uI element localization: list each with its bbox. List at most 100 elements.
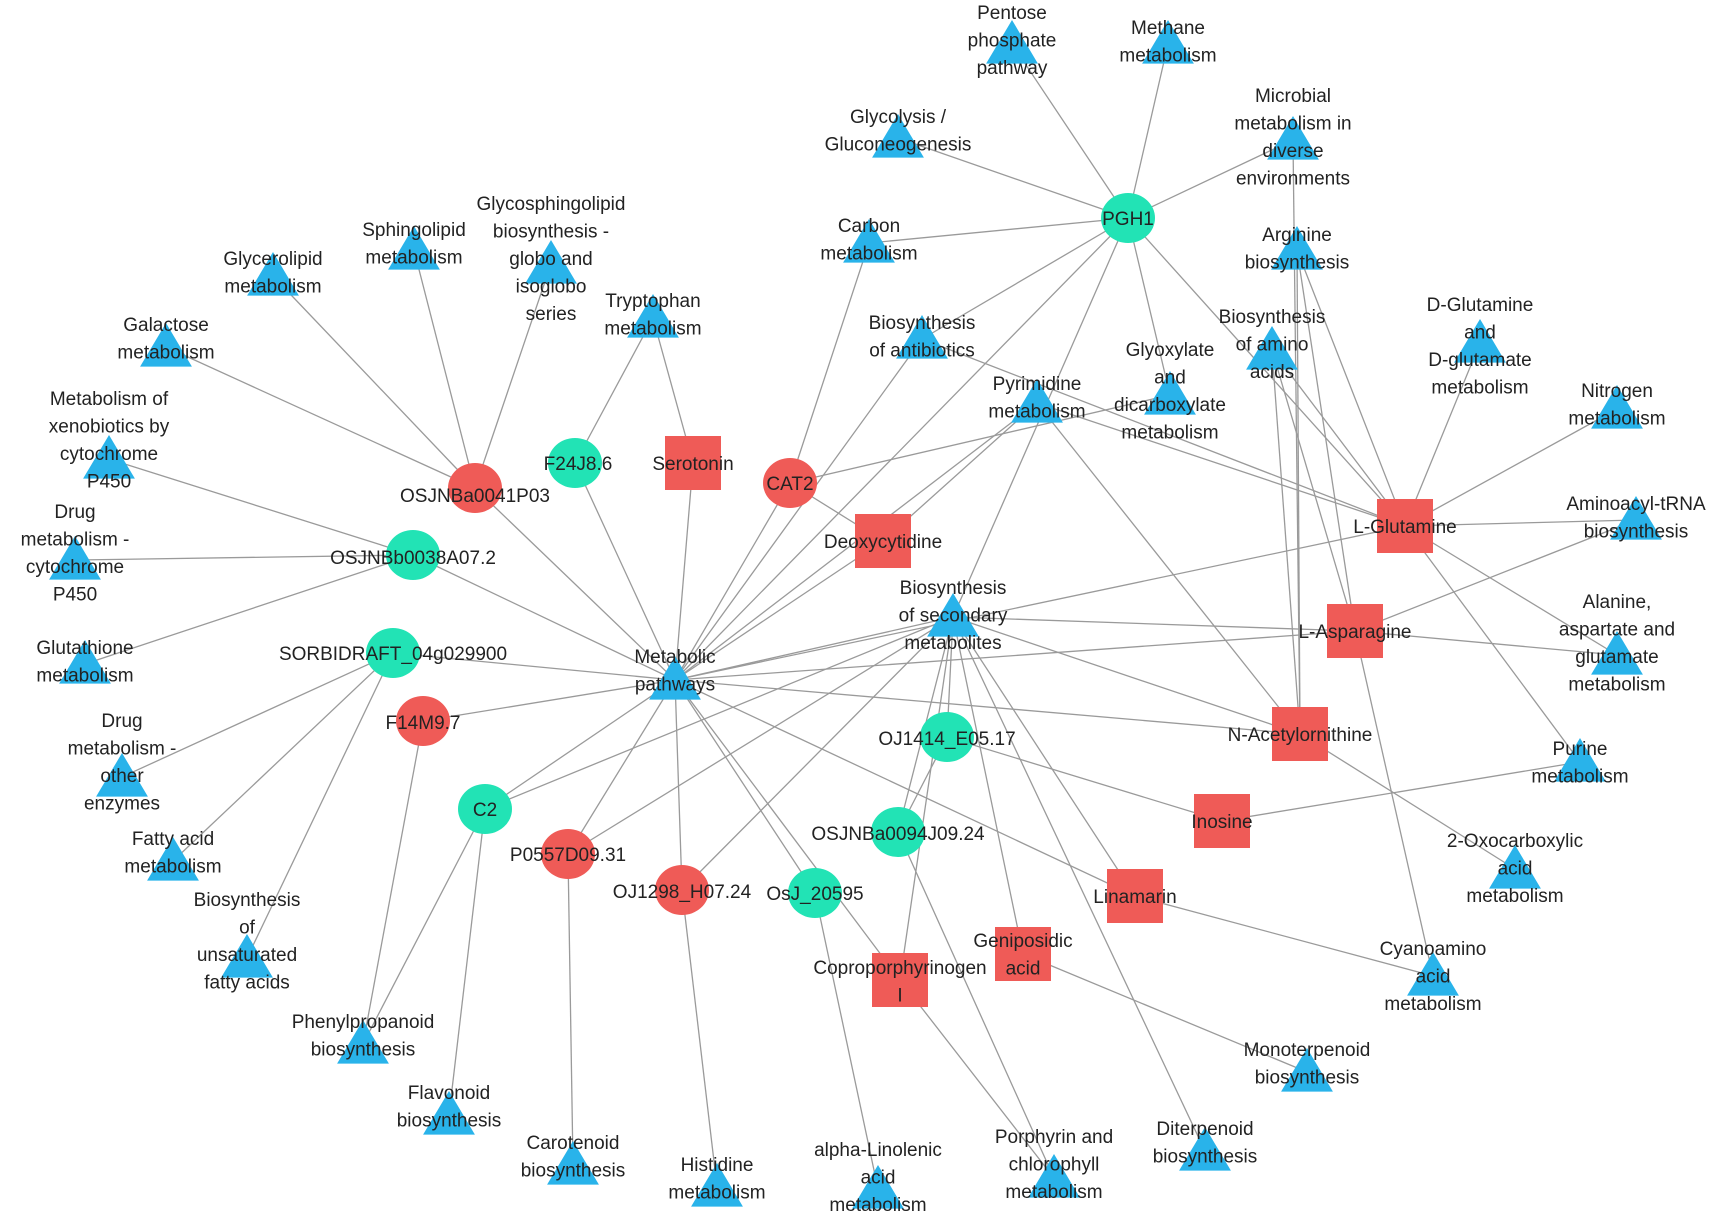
node-label-line: Tryptophan (605, 291, 700, 312)
pathway-node-fattyacid[interactable] (147, 837, 199, 881)
pathway-node-flavonoid[interactable] (423, 1091, 475, 1135)
pathway-node-glycerolipid[interactable] (247, 252, 299, 296)
node-label-line: metabolism (1384, 994, 1481, 1015)
edge-metabolic-oj1298 (674, 679, 683, 891)
pathway-node-metabolic[interactable] (649, 656, 701, 700)
pathway-node-galactose[interactable] (140, 323, 192, 367)
gene-node-sorb[interactable] (366, 628, 420, 678)
metabolite-node-lglutamine[interactable] (1377, 499, 1433, 553)
gene-node-osjnbb[interactable] (386, 530, 440, 580)
gene-node-osj20595[interactable] (788, 868, 842, 918)
gene-node-c2[interactable] (458, 784, 512, 834)
pathway-node-arginine[interactable] (1271, 226, 1323, 270)
pathway-node-linolenic[interactable] (852, 1165, 904, 1209)
gene-node-osjnba0094[interactable] (871, 807, 925, 857)
pathway-node-glutathione[interactable] (59, 640, 111, 684)
pathway-node-sphingolipid[interactable] (388, 226, 440, 270)
node-label-line: Serotonin (652, 454, 733, 475)
node-label-osjnba0041: OSJNBa0041P03 (400, 486, 550, 507)
gene-node-oj1298[interactable] (655, 865, 709, 915)
node-label-line: OsJ_20595 (766, 884, 863, 905)
node-label-line: metabolism (820, 244, 917, 265)
pathway-node-drugcyp[interactable] (49, 536, 101, 580)
node-label-sorb: SORBIDRAFT_04g029900 (279, 644, 507, 665)
node-label-glycerolipid: Glycerolipid metabolism (223, 249, 322, 298)
pathway-node-dglutamine[interactable] (1454, 319, 1506, 363)
pathway-node-biosynamino[interactable] (1246, 326, 1298, 370)
gene-node-cat2[interactable] (763, 458, 817, 508)
gene-node-oj1414[interactable] (920, 712, 974, 762)
node-label-line: Deoxycytidine (824, 532, 942, 553)
edge-osjnbb-drugcyp (74, 554, 414, 561)
pathway-node-alanine[interactable] (1591, 631, 1643, 675)
edge-metabolic-serotonin (674, 462, 694, 681)
metabolite-node-inosine[interactable] (1194, 794, 1250, 848)
gene-node-f24j86[interactable] (548, 438, 602, 488)
pathway-node-glyoxylate[interactable] (1144, 371, 1196, 415)
node-label-line: metabolism - (68, 739, 177, 760)
pathway-node-cyanoamino[interactable] (1407, 952, 1459, 996)
node-label-line: Glycerolipid (223, 249, 322, 270)
pathway-node-antibiotics[interactable] (896, 315, 948, 359)
pathway-node-porphyrin[interactable] (1028, 1154, 1080, 1198)
edge-osjnbb-xenobiotics (108, 458, 414, 556)
gene-node-osjnba0041[interactable] (448, 463, 502, 513)
pathway-node-carbon[interactable] (843, 219, 895, 263)
edge-osj20595-linolenic (814, 892, 879, 1190)
metabolite-node-nacetyl[interactable] (1272, 707, 1328, 761)
pathway-node-oxocarbox[interactable] (1489, 845, 1541, 889)
metabolite-node-deoxycytidine[interactable] (855, 514, 911, 568)
edge-f14m97-phenylprop (362, 720, 424, 1045)
edge-metabolic-secondary (674, 616, 954, 681)
pathway-node-diterpenoid[interactable] (1179, 1127, 1231, 1171)
pathway-node-unsatfatty[interactable] (221, 934, 273, 978)
node-label-line: D-Glutamine (1427, 295, 1534, 316)
pathway-node-monoterpenoid[interactable] (1281, 1048, 1333, 1092)
node-label-line: and (1154, 368, 1186, 389)
edge-pgh1-carbon (868, 217, 1129, 244)
pathway-node-phenylprop[interactable] (337, 1020, 389, 1064)
metabolite-node-copro[interactable] (872, 953, 928, 1007)
pathway-node-microbial[interactable] (1267, 116, 1319, 160)
node-label-serotonin: Serotonin (652, 454, 733, 475)
pathway-node-glycosphingo[interactable] (525, 240, 577, 284)
node-label-line: acid (861, 1168, 896, 1189)
pathway-node-drugother[interactable] (96, 753, 148, 797)
gene-node-pgh1[interactable] (1101, 193, 1155, 243)
node-label-line: metabolism (117, 343, 214, 364)
node-label-line: pathway (977, 58, 1048, 79)
metabolite-node-linamarin[interactable] (1107, 869, 1163, 923)
node-label-line: Geniposidic (973, 931, 1072, 952)
node-label-line: Nitrogen (1581, 381, 1653, 402)
pathway-node-xenobiotics[interactable] (83, 435, 135, 479)
pathway-node-purine[interactable] (1554, 738, 1606, 782)
pathway-node-histidine[interactable] (691, 1163, 743, 1207)
pathway-node-methane[interactable] (1142, 20, 1194, 64)
pathway-node-aminoacyl[interactable] (1610, 496, 1662, 540)
pathway-node-tryptophan[interactable] (627, 294, 679, 338)
gene-node-p0557[interactable] (541, 829, 595, 879)
node-label-line: metabolism (224, 277, 321, 298)
node-label-line: metabolism in (1234, 114, 1351, 135)
metabolite-node-geniposidic[interactable] (995, 927, 1051, 981)
edge-metabolic-osjnba0041 (474, 487, 676, 681)
pathway-node-secondary[interactable] (927, 593, 979, 637)
metabolite-node-serotonin[interactable] (665, 436, 721, 490)
node-label-line: biosynthesis (1245, 253, 1350, 274)
pathway-node-nitrogen[interactable] (1591, 385, 1643, 429)
edge-metabolic-f24j86 (574, 462, 676, 681)
pathway-node-carotenoid[interactable] (547, 1141, 599, 1185)
metabolite-node-lasparagine[interactable] (1327, 604, 1383, 658)
gene-node-f14m97[interactable] (396, 696, 450, 746)
edge-cat2-glyoxylate (789, 394, 1171, 484)
pathway-node-pentose[interactable] (986, 20, 1038, 64)
edge-p0557-carotenoid (567, 853, 574, 1166)
edge-metabolic-nacetyl (674, 679, 1301, 735)
pathway-node-pyrimidine[interactable] (1011, 379, 1063, 423)
pathway-node-glycolysis[interactable] (872, 114, 924, 158)
